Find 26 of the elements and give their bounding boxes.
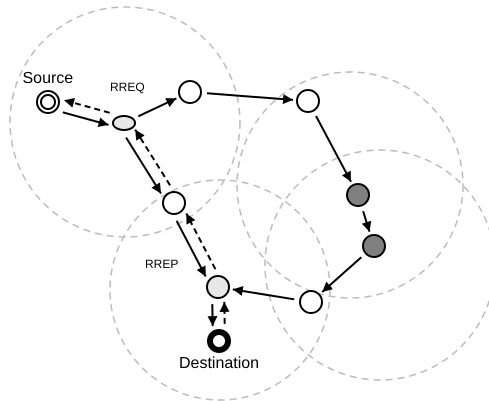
node-circle [178,80,202,104]
arrow [125,137,162,194]
arrow [176,220,207,277]
arrow [185,213,216,270]
arrow [208,304,218,326]
node-circle [362,234,386,258]
arrow [64,98,110,114]
arrow [134,129,171,186]
message-label: RREP [145,257,178,271]
arrow [232,286,294,300]
node-circle [299,290,323,314]
node-circle [346,183,370,207]
node-ellipse [112,115,136,131]
node-label: Destination [179,355,260,373]
node-circle [296,89,320,113]
message-label: RREQ [110,80,145,94]
node-circle [206,275,230,299]
arrow [138,98,177,118]
arrow [206,92,294,104]
arrow [362,210,372,232]
arrow [322,256,362,293]
node-circle [162,191,186,215]
arrow [219,302,230,324]
node-label: Source [22,70,74,88]
arrow [62,111,109,128]
arrow [315,116,352,182]
